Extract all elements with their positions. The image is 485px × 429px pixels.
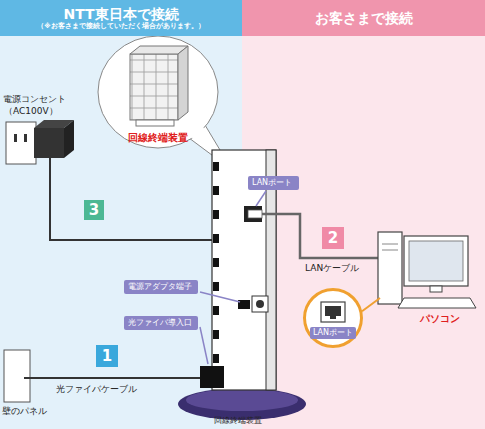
device-name: 回線終端装置 — [214, 416, 262, 426]
lan-port-icon — [321, 302, 345, 322]
callout-number: 3 — [89, 201, 99, 219]
lan-port — [244, 206, 262, 222]
vent-slot — [213, 330, 219, 339]
power-socket — [252, 296, 268, 312]
lan-plug — [248, 210, 262, 218]
callout-number: 3 — [84, 200, 104, 220]
outlet-voltage: （AC100V） — [4, 106, 58, 117]
power-outlet — [6, 122, 36, 164]
callout-number: 1 — [102, 347, 112, 365]
cable-label: 光ファイバケーブル — [56, 384, 137, 395]
leader-line — [200, 292, 240, 302]
header-text: （※お客さまで接続していただく場合があります。） — [37, 23, 204, 31]
port-label: LANポート — [310, 327, 356, 339]
callout-label: 光ファイバ導入口 — [124, 316, 198, 330]
lan-cable — [262, 214, 392, 280]
callout-number: 1 — [96, 345, 118, 367]
port-label: LANポート — [252, 178, 295, 188]
wall-panel — [4, 350, 30, 402]
leader-line — [200, 327, 208, 364]
callout-label: 電源アダプタ端子 — [124, 280, 198, 294]
right-ground — [242, 0, 485, 429]
fiber-port — [200, 366, 224, 388]
vent-slot — [213, 306, 219, 315]
device-name: 回線終端装置 — [128, 132, 188, 144]
vent-slot — [213, 162, 219, 171]
vent-slot — [213, 186, 219, 195]
wall-panel-label: 壁のパネル — [2, 406, 47, 417]
callout-label: LANポート — [248, 176, 299, 190]
zoom-circle-ground — [303, 288, 363, 348]
port-label: 光ファイバ導入口 — [128, 318, 194, 328]
callout-number: 2 — [328, 229, 338, 247]
leader-line — [256, 191, 266, 206]
vent-slot — [213, 282, 219, 291]
vent-slot — [213, 234, 219, 243]
onu-icon — [130, 46, 188, 126]
pc-label: パソコン — [420, 313, 460, 325]
ac-adapter — [34, 120, 74, 158]
outlet-label: 電源コンセント — [3, 94, 66, 105]
header-text: NTT東日本で接続 — [63, 6, 178, 23]
zoom-leader — [361, 298, 380, 312]
header-band: NTT東日本で接続（※お客さまで接続していただく場合があります。） — [0, 0, 242, 36]
vent-slot — [213, 258, 219, 267]
device-base — [178, 388, 306, 420]
header-band: お客さまで接続 — [242, 0, 485, 36]
port-label: 電源アダプタ端子 — [128, 282, 194, 292]
vent-slot — [213, 354, 219, 363]
left-ground — [0, 0, 242, 429]
fiber-cable — [24, 377, 202, 379]
header-text: お客さまで接続 — [315, 10, 413, 27]
cable-label: LANケーブル — [305, 263, 359, 274]
vent-slot — [213, 210, 219, 219]
device-base-top — [186, 389, 298, 411]
pc — [378, 232, 476, 308]
zoom-circle: LANポート — [303, 288, 363, 348]
callout-number: 2 — [322, 227, 344, 249]
